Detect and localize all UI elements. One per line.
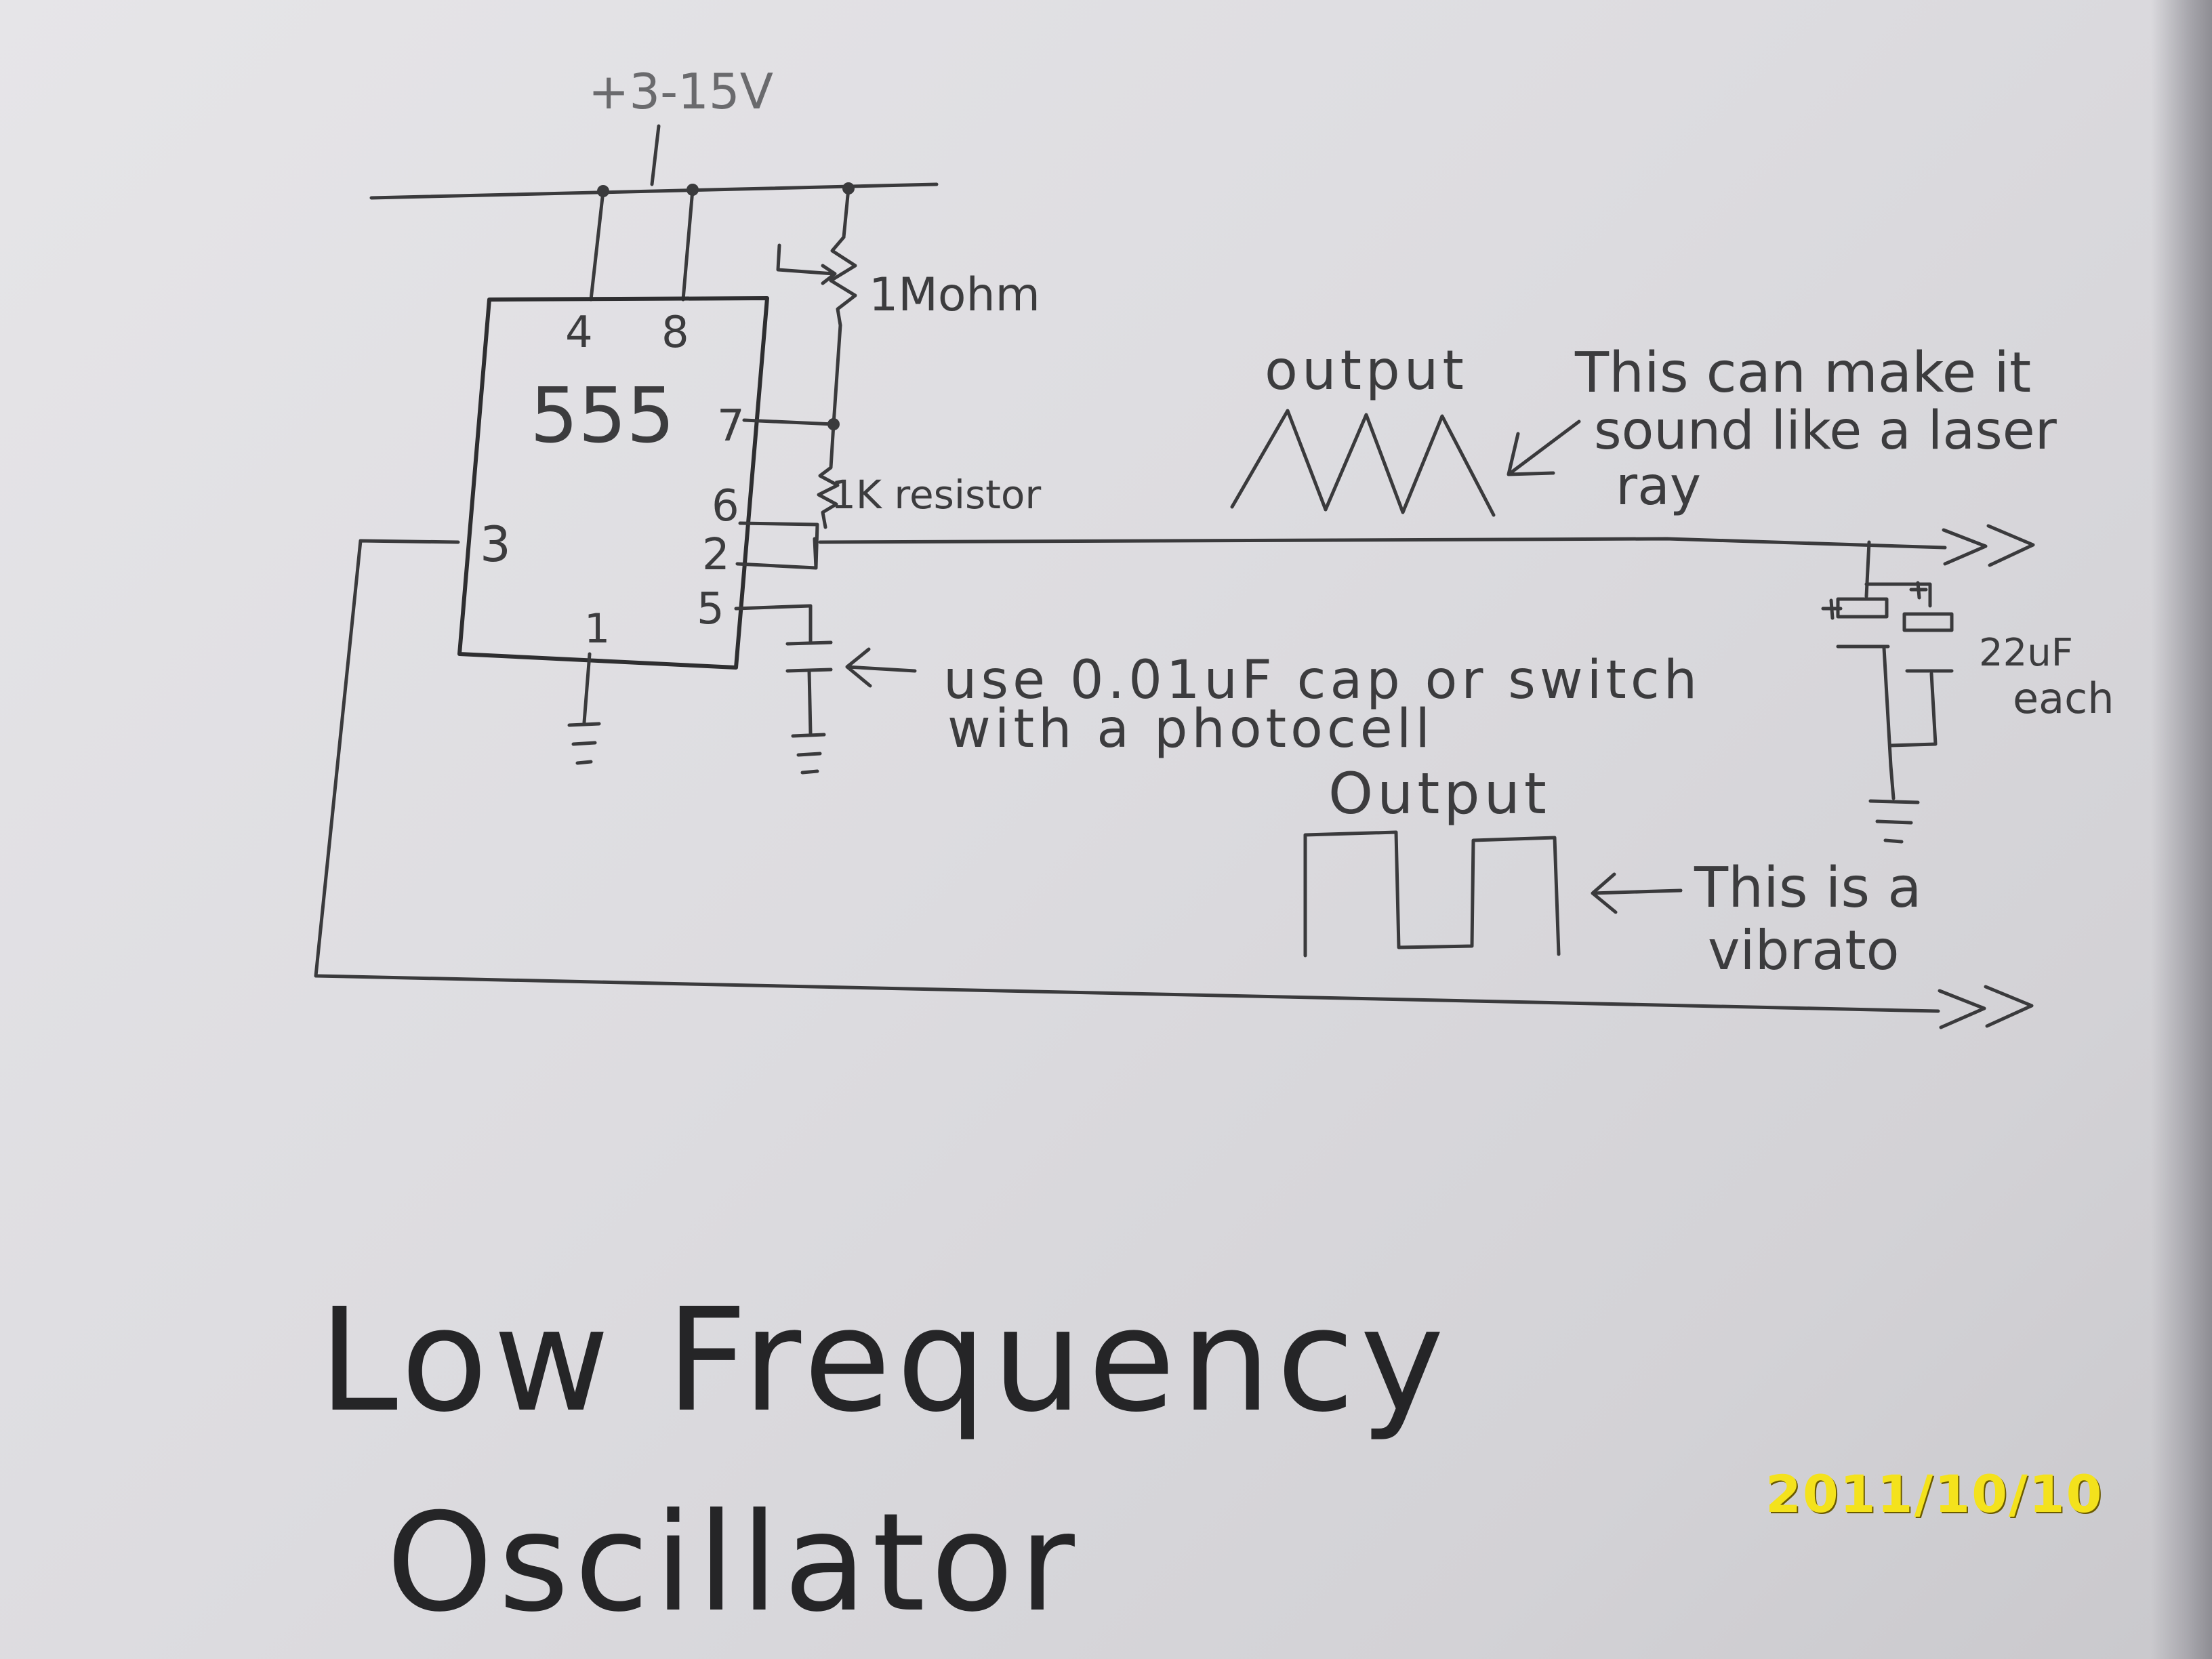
ic-pin-2: 2 (702, 530, 730, 580)
cap-b-feed (1864, 582, 1932, 608)
cap-note-line2: with a photocell (947, 699, 1434, 760)
triangle-output-wire (818, 537, 1947, 550)
wire-pin8 (681, 188, 695, 302)
square-output-arrow (1938, 985, 2034, 1029)
ic-pin-1: 1 (584, 605, 610, 653)
pot-wiper (776, 243, 836, 276)
cap-pin5-lead (807, 669, 813, 735)
ic-pin-8: 8 (661, 308, 689, 358)
cap-a-plates (1836, 597, 1890, 649)
triangle-output-arrow (1942, 524, 2035, 567)
cap-note-line1: use 0.01uF cap or switch (943, 650, 1701, 711)
cap-note-arrow (845, 647, 917, 688)
pot-top-lead (842, 186, 851, 239)
resistor-1k-symbol (817, 422, 840, 529)
pin1-ground (567, 722, 601, 765)
wire-pin5 (734, 604, 813, 644)
cap-a-lead (1882, 646, 1893, 768)
triangle-note-line3: ray (1616, 456, 1701, 517)
ic-pin-6: 6 (712, 481, 739, 531)
resistor-label: 1K resistor (831, 472, 1041, 518)
caps-label-line2: each (2013, 674, 2114, 723)
caps-feed (1864, 540, 1871, 598)
cap-b-plates (1902, 612, 1954, 673)
wire-pin1 (582, 652, 592, 724)
wire-pin2-node (813, 537, 818, 570)
ic-label: 555 (530, 372, 675, 460)
date-stamp: 2011/10/10 (1765, 1464, 2104, 1524)
pot-1mohm-symbol (829, 235, 857, 327)
triangle-waveform-icon (1230, 409, 1496, 517)
title-line1: Low Frequency (319, 1277, 1450, 1443)
pot-label: 1Mohm (869, 268, 1040, 322)
cap-a-plus (1821, 598, 1843, 620)
square-note-line1: This is a (1694, 856, 1921, 920)
supply-lead (650, 124, 661, 186)
ic-pin-5: 5 (697, 584, 724, 634)
triangle-note-line1: This can make it (1574, 341, 2031, 405)
supply-rail (369, 182, 939, 200)
square-note-line2: vibrato (1708, 919, 1900, 982)
ic-555-body (457, 296, 769, 670)
caps-ground (1868, 764, 1920, 844)
triangle-note-line2: sound like a laser (1594, 401, 2057, 462)
cap-pin5-top-plate (785, 640, 833, 646)
caps-label-line1: 22uF (1979, 631, 2073, 675)
square-output-label: Output (1328, 760, 1551, 827)
wire-pin7 (742, 418, 836, 426)
title-line2: Oscillator (386, 1484, 1080, 1642)
ic-pin-7: 7 (717, 401, 745, 451)
cap-pin5-ground (791, 733, 826, 775)
square-output-wire (314, 539, 1940, 1013)
wire-pin4 (589, 189, 605, 302)
cap-b-plus (1909, 581, 1928, 600)
cap-b-lead (1889, 672, 1938, 747)
square-note-arrow (1591, 872, 1683, 914)
wire-pot-to-pin7 (832, 323, 842, 426)
ic-pin-3: 3 (480, 516, 511, 573)
paper-edge-shadow (2151, 0, 2212, 1659)
ic-pin-4: 4 (565, 308, 593, 358)
supply-label: +3-15V (588, 63, 773, 120)
pot-wiper-arrow (821, 264, 837, 285)
triangle-output-label: output (1265, 339, 1468, 402)
triangle-note-arrow (1507, 419, 1581, 476)
square-waveform-icon (1303, 830, 1561, 958)
